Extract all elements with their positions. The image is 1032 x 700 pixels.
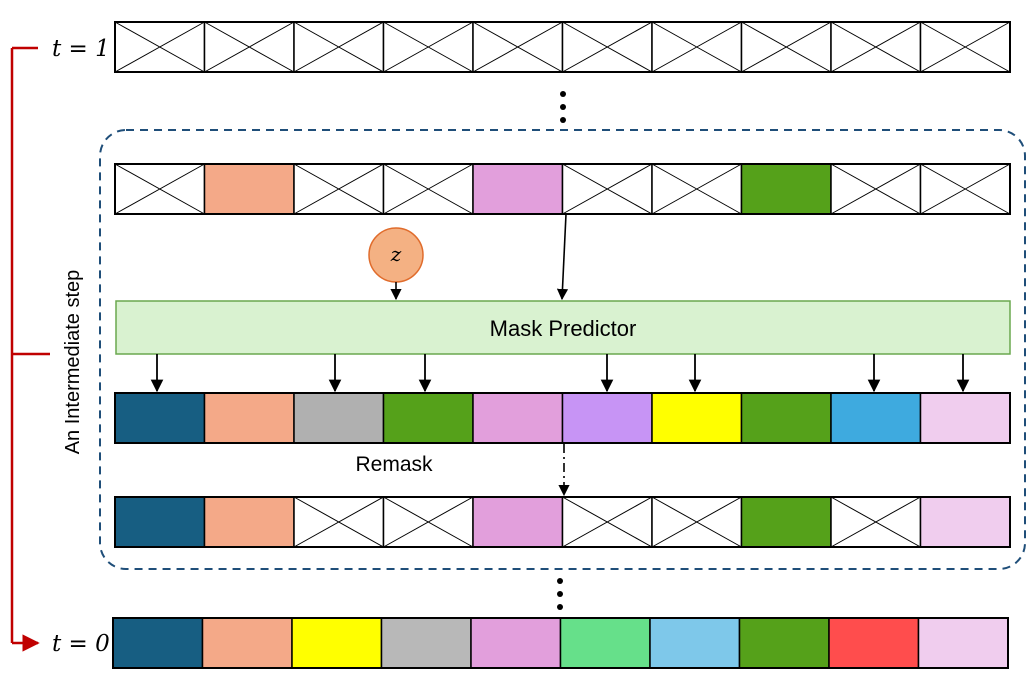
token-row-outline xyxy=(114,21,1011,73)
mask-cross-line xyxy=(114,163,205,215)
mask-predictor-box xyxy=(115,300,1011,355)
token-row-outline xyxy=(114,392,1011,444)
mask-cross-line xyxy=(293,496,384,548)
t-bottom-label: t = 0 xyxy=(52,631,110,657)
token xyxy=(561,392,653,444)
mask-cross-line xyxy=(920,21,1011,73)
mask-cross-line xyxy=(383,163,474,215)
latent-z-node: z xyxy=(368,227,424,283)
token-row-outline xyxy=(112,617,1009,669)
mask-cross-line xyxy=(383,496,474,548)
token xyxy=(917,617,1009,669)
ellipsis-bottom xyxy=(557,578,563,610)
token xyxy=(472,496,564,548)
token-row-input xyxy=(114,163,1011,215)
mask-cross-line xyxy=(651,496,742,548)
token xyxy=(203,496,295,548)
token xyxy=(112,617,204,669)
token xyxy=(740,163,832,215)
token xyxy=(201,617,293,669)
token-row-predicted xyxy=(114,392,1011,444)
token xyxy=(203,392,295,444)
token-row-outline xyxy=(114,496,1011,548)
token xyxy=(740,496,832,548)
token xyxy=(651,392,743,444)
mask-cross-line xyxy=(293,21,384,73)
mask-cross-line xyxy=(651,163,742,215)
token xyxy=(738,617,830,669)
timeline-bracket xyxy=(10,46,50,652)
token xyxy=(203,163,295,215)
intermediate-step-label: An Intermediate step xyxy=(62,270,84,455)
mask-cross-line xyxy=(562,496,653,548)
token xyxy=(472,163,564,215)
mask-cross-line xyxy=(293,163,384,215)
token-row-final xyxy=(112,617,1009,669)
mask-cross-line xyxy=(472,21,563,73)
remask-label: Remask xyxy=(355,453,433,476)
token xyxy=(559,617,651,669)
token-row-remasked xyxy=(114,496,1011,548)
mask-cross-line xyxy=(651,21,742,73)
mask-cross-line xyxy=(562,21,653,73)
token xyxy=(470,617,562,669)
token xyxy=(919,392,1011,444)
token xyxy=(472,392,564,444)
token xyxy=(740,392,832,444)
mask-cross-line xyxy=(114,21,205,73)
input-to-predictor-arrow xyxy=(556,213,569,301)
ellipsis-top xyxy=(560,91,566,123)
token-row-top xyxy=(114,21,1011,73)
mask-cross-line xyxy=(741,21,832,73)
mask-cross-line xyxy=(204,21,295,73)
mask-cross-line xyxy=(830,496,921,548)
token xyxy=(830,392,922,444)
token xyxy=(291,617,383,669)
mask-predictor-label: Mask Predictor xyxy=(490,316,637,341)
token-row-outline xyxy=(114,163,1011,215)
intermediate-step-region xyxy=(99,129,1026,570)
mask-cross-line xyxy=(920,163,1011,215)
latent-z-label: z xyxy=(390,242,402,266)
token xyxy=(114,392,206,444)
mask-cross-line xyxy=(830,163,921,215)
token xyxy=(919,496,1011,548)
token xyxy=(380,617,472,669)
token xyxy=(649,617,741,669)
token xyxy=(828,617,920,669)
predictor-output-arrows xyxy=(150,354,970,393)
token xyxy=(114,496,206,548)
mask-cross-line xyxy=(562,163,653,215)
token-rows xyxy=(112,21,1011,669)
mask-cross-line xyxy=(383,21,474,73)
mask-cross-line xyxy=(830,21,921,73)
t-top-label: t = 1 xyxy=(52,36,110,62)
token xyxy=(293,392,385,444)
token xyxy=(382,392,474,444)
